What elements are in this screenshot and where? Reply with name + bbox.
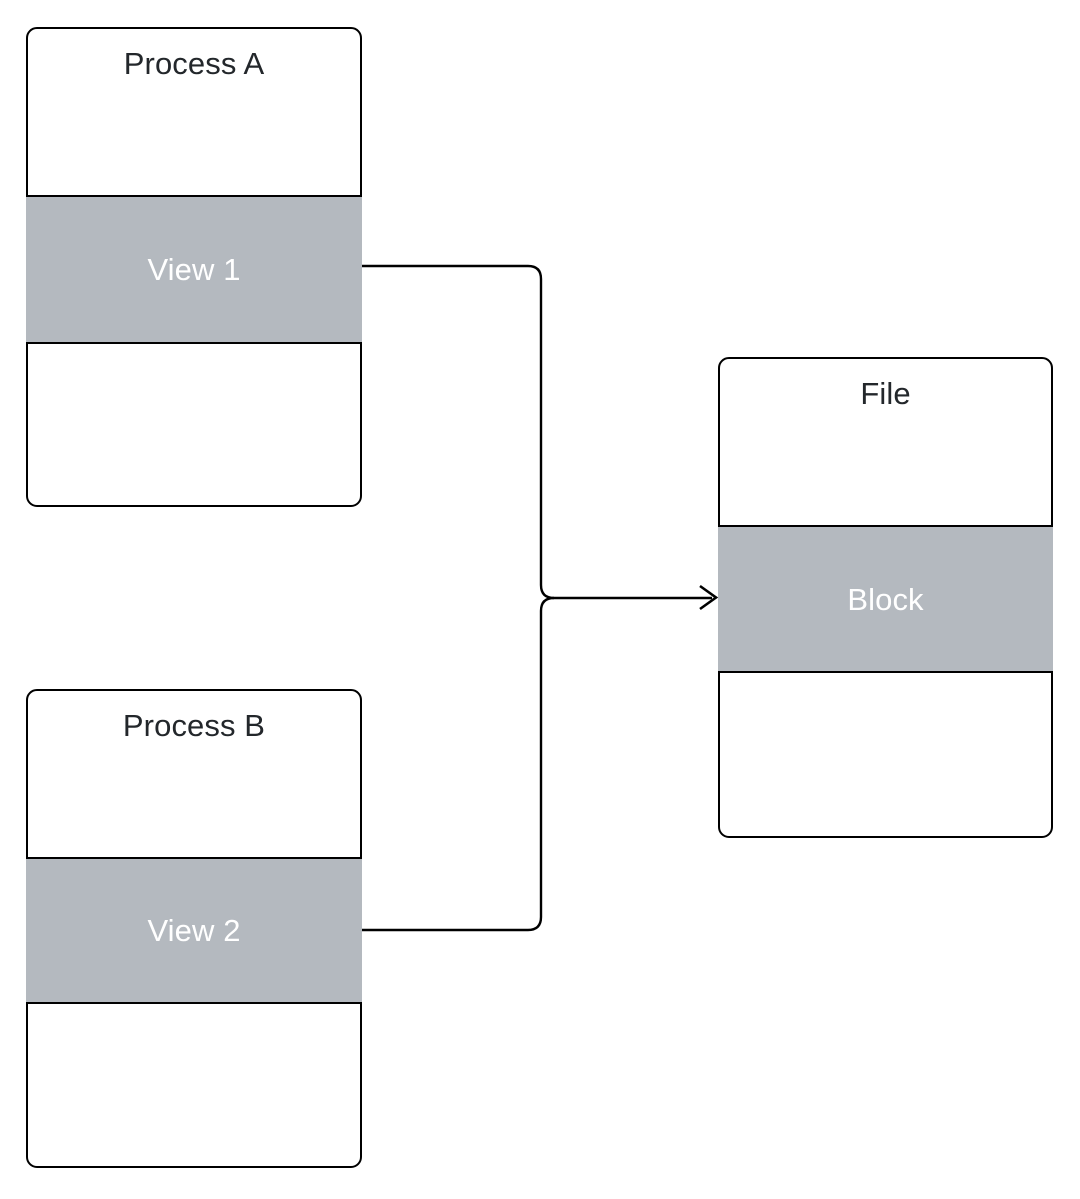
arrowhead-icon bbox=[699, 584, 719, 611]
block-label: Block bbox=[847, 581, 924, 617]
edge-view1-to-block bbox=[362, 264, 712, 600]
process-b-box[interactable]: Process B View 2 bbox=[26, 689, 362, 1168]
file-block-band[interactable]: Block bbox=[718, 525, 1053, 673]
process-a-view-band[interactable]: View 1 bbox=[26, 195, 362, 344]
process-b-title: Process B bbox=[122, 708, 266, 743]
process-a-box[interactable]: Process A View 1 bbox=[26, 27, 362, 507]
process-a-title: Process A bbox=[123, 46, 265, 81]
file-title: File bbox=[860, 376, 911, 411]
edge-view2-to-block bbox=[362, 596, 555, 932]
process-b-view-band[interactable]: View 2 bbox=[26, 857, 362, 1004]
view-1-label: View 1 bbox=[147, 252, 241, 287]
view-2-label: View 2 bbox=[147, 913, 241, 948]
file-box[interactable]: File Block bbox=[718, 357, 1053, 838]
